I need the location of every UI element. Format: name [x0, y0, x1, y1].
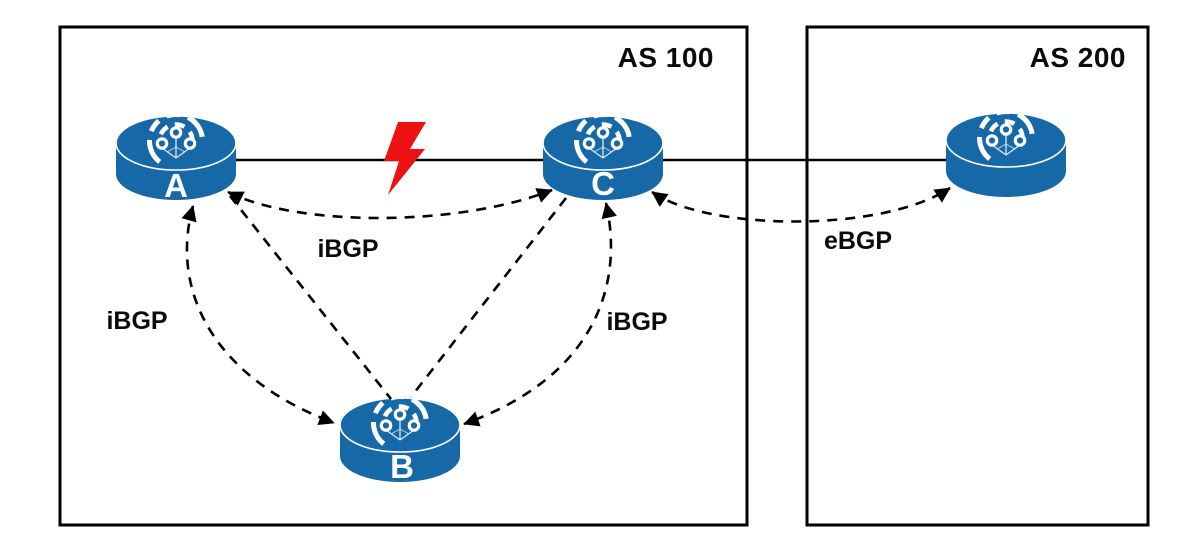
ibgp-session-a-b — [181, 205, 335, 426]
ibgp-label-a-c: iBGP — [317, 235, 378, 263]
ebgp-session-c-as200 — [651, 186, 951, 223]
as200-box — [805, 25, 1150, 527]
router-icon — [946, 101, 1066, 197]
as100-label: AS 100 — [618, 42, 714, 73]
router-c-label: C — [591, 165, 615, 202]
router-as200 — [946, 101, 1066, 197]
router-b-label: B — [390, 448, 414, 485]
ibgp-session-a-b-return — [228, 195, 393, 400]
as200-label: AS 200 — [1030, 42, 1126, 73]
ibgp-session-b-c-return — [409, 197, 568, 398]
ebgp-label: eBGP — [824, 227, 892, 255]
router-a-label: A — [164, 167, 188, 204]
ibgp-session-b-c — [463, 202, 617, 427]
ibgp-session-a-c — [227, 188, 553, 220]
lightning-bolt-icon — [384, 122, 426, 195]
ibgp-label-b-c: iBGP — [606, 308, 667, 336]
as100-box — [58, 25, 749, 527]
ibgp-label-a-b: iBGP — [106, 307, 167, 335]
